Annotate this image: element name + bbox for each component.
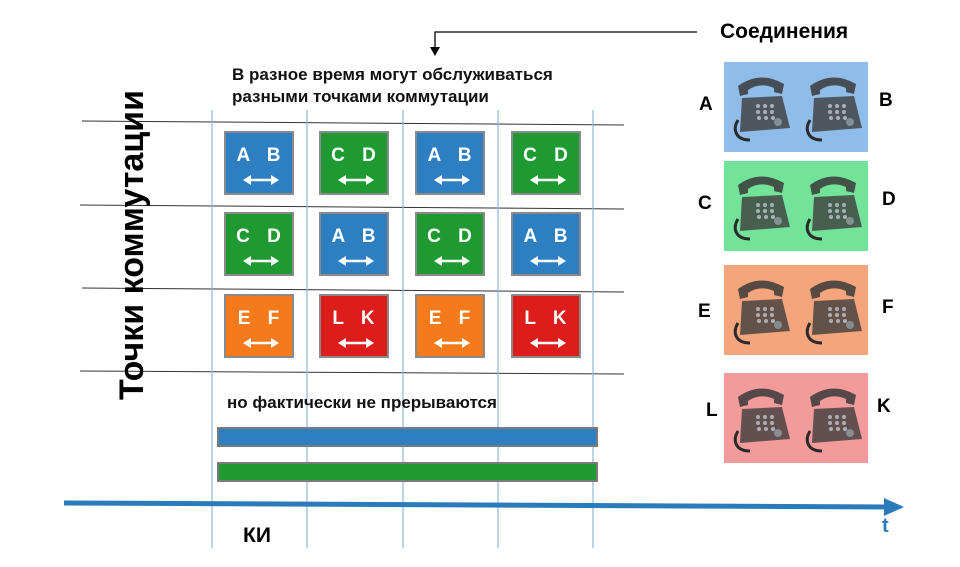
switch-cell-label: A B [427,145,473,166]
switch-cell: A B [511,212,581,276]
switch-cell-label: C D [236,226,282,247]
telephone-icon [796,161,868,251]
telephone-icon [724,373,796,463]
switch-cell-label: A B [236,145,282,166]
bottom-note: но фактически не прерываются [227,393,497,412]
switch-cell: L K [319,294,389,358]
switch-cell: A B [224,131,294,195]
time-axis-arrowhead [884,498,904,516]
grid-line-h4 [79,370,625,375]
telephone-icon [796,373,868,463]
switch-cell: E F [415,294,485,358]
telephone-icon [796,62,868,152]
grid-line-h3 [81,287,625,293]
switch-cell-label: E F [428,308,472,329]
connector-arrowhead [430,47,440,56]
switch-cell-label: L K [332,308,376,329]
time-axis [63,500,889,510]
switch-cell: E F [224,294,294,358]
top-note-line1: В разное время могут обслуживаться [232,65,553,84]
connector-line [434,31,697,48]
switch-cell-label: L K [524,308,568,329]
top-note: В разное время могут обслуживаться разны… [232,64,553,108]
switch-cell: L K [511,294,581,358]
switching-points-title: Точки коммутации [113,90,151,400]
connection-right-label: F [882,297,894,318]
axis-time-label: t [882,515,889,537]
connection-right-label: D [882,189,896,210]
telephone-icon [724,265,796,355]
switch-cell: C D [415,212,485,276]
switch-cell: A B [415,131,485,195]
connection-right-label: K [877,396,891,417]
switch-cell-label: A B [331,226,377,247]
axis-ki-label: КИ [243,524,271,547]
grid-line-h1 [81,120,625,126]
switch-cell-label: C D [331,145,377,166]
switch-cell-label: E F [237,308,281,329]
connection-left-label: A [699,94,713,115]
top-note-line2: разными точками коммутации [232,87,489,106]
connection-left-label: L [706,400,718,421]
switch-cell-label: C D [523,145,569,166]
continuous-bar-green [217,462,598,482]
telephone-icon [724,62,796,152]
continuous-bar-blue [217,427,598,447]
connection-right-label: B [879,90,893,111]
connections-title: Соединения [720,20,849,43]
grid-line-h2 [79,204,625,210]
connection-left-label: C [698,193,712,214]
connection-left-label: E [698,301,711,322]
switch-cell: C D [224,212,294,276]
switch-cell: C D [511,131,581,195]
switch-cell-label: C D [427,226,473,247]
telephone-icon [724,161,796,251]
switch-cell: A B [319,212,389,276]
switch-cell-label: A B [523,226,569,247]
telephone-icon [796,265,868,355]
switch-cell: C D [319,131,389,195]
